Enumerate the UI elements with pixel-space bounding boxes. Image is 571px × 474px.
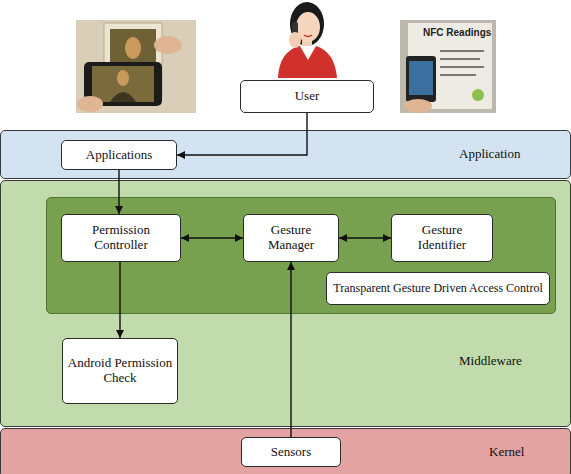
layer-band: Permission Controller Gesture Manager Gest… xyxy=(0,180,571,427)
phone xyxy=(406,56,436,102)
photo-ground xyxy=(76,20,196,113)
layer-band: Sensors Kernel xyxy=(0,428,571,474)
process-box: Gesture Manager xyxy=(243,214,339,262)
layer-label: Middleware xyxy=(459,354,522,369)
poster-line xyxy=(440,50,484,52)
user-figure xyxy=(278,2,337,78)
box-label: Applications xyxy=(86,148,152,163)
process-box: Permission Controller xyxy=(61,214,181,262)
module-region: Permission Controller Gesture Manager Gest… xyxy=(46,197,556,314)
connector-arrow xyxy=(119,262,120,338)
process-box: Gesture Identifier xyxy=(391,214,493,262)
nfc-photo xyxy=(400,20,496,113)
photo-ground xyxy=(400,20,496,113)
box-label: Gesture Manager xyxy=(248,223,334,253)
process-box: Android Permission Check xyxy=(62,338,178,404)
mouth xyxy=(304,35,312,37)
box-label: User xyxy=(295,89,320,104)
layer-label: Application xyxy=(459,147,520,162)
phone-screen xyxy=(409,61,433,95)
connector-arrow xyxy=(339,237,391,238)
hand xyxy=(289,32,301,48)
painting-photo xyxy=(76,20,196,113)
phone-screen xyxy=(92,66,154,102)
actor-box: User xyxy=(240,80,374,113)
connector-arrow xyxy=(290,262,291,437)
screen-face xyxy=(117,70,129,86)
screen-body xyxy=(110,92,136,102)
box-label: Android Permission Check xyxy=(67,356,173,386)
hand xyxy=(154,36,182,54)
box-label: Gesture Identifier xyxy=(396,223,488,253)
poster-line xyxy=(440,58,480,60)
jacket xyxy=(278,46,337,78)
hand xyxy=(77,96,103,112)
process-box: Sensors xyxy=(241,437,341,467)
collar xyxy=(300,46,316,60)
connector-arrow xyxy=(181,237,243,238)
hand xyxy=(404,99,432,113)
android-icon xyxy=(472,89,484,101)
photo-caption: NFC Readings xyxy=(423,27,491,39)
process-box: Applications xyxy=(61,140,177,170)
poster-line xyxy=(440,74,476,76)
connector-arrow xyxy=(118,170,119,214)
region-label: Transparent Gesture Driven Access Contro… xyxy=(326,272,550,305)
painting-face xyxy=(125,37,141,59)
box-label: Permission Controller xyxy=(66,223,176,253)
poster-line xyxy=(440,66,484,68)
layer-label: Kernel xyxy=(489,445,524,460)
box-label: Sensors xyxy=(271,445,311,460)
